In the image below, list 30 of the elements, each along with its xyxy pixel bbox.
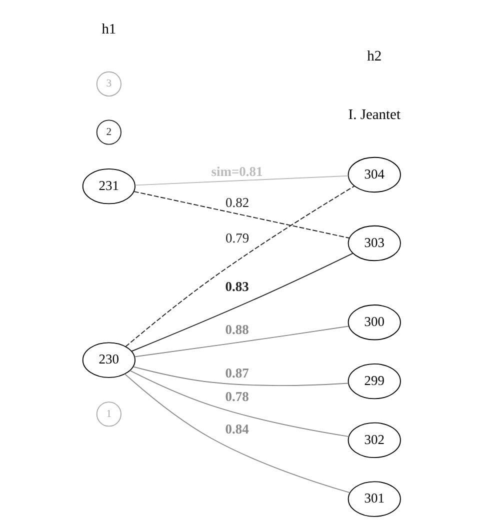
node-circle: 2 bbox=[96, 120, 121, 145]
edge-label: 0.83 bbox=[224, 278, 248, 294]
edge-label: sim=0.81 bbox=[210, 164, 262, 179]
connector bbox=[128, 370, 349, 438]
edge-label: 0.87 bbox=[224, 366, 248, 381]
node-circle: 1 bbox=[96, 402, 121, 427]
label: h2 bbox=[366, 48, 382, 64]
node-circle: 3 bbox=[96, 71, 121, 97]
edge-label: 0.88 bbox=[224, 322, 248, 338]
node-ellipse: 302 bbox=[347, 422, 400, 458]
node-ellipse: 231 bbox=[82, 168, 135, 204]
label: h1 bbox=[101, 21, 116, 38]
connector bbox=[124, 374, 350, 494]
node-ellipse: 303 bbox=[347, 225, 400, 262]
edge-label: 0.82 bbox=[225, 194, 249, 210]
label: I. Jeantet bbox=[348, 107, 400, 124]
connector bbox=[130, 252, 353, 352]
edge-label: 0.79 bbox=[225, 230, 249, 246]
connector bbox=[132, 366, 348, 386]
connector bbox=[134, 175, 348, 186]
edge-label: 0.78 bbox=[224, 388, 248, 404]
connector bbox=[134, 326, 348, 358]
connector bbox=[124, 186, 354, 348]
connector bbox=[133, 191, 350, 238]
node-ellipse: 304 bbox=[347, 156, 400, 193]
node-ellipse: 299 bbox=[347, 363, 400, 400]
edge-label: 0.84 bbox=[224, 422, 248, 437]
node-ellipse: 301 bbox=[347, 481, 400, 517]
node-ellipse: 300 bbox=[347, 304, 400, 340]
node-ellipse: 230 bbox=[82, 342, 135, 378]
